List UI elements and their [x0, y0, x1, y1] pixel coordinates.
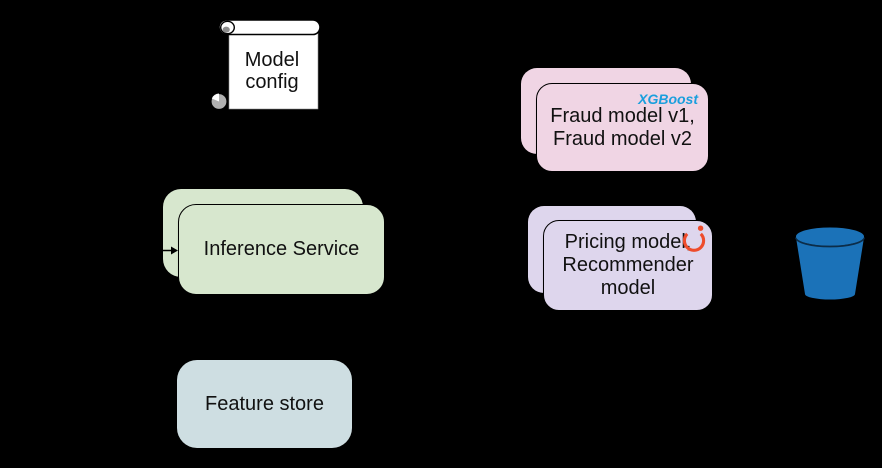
inference-service-label: Inference Service — [203, 238, 360, 260]
pricing-models-card: Pricing model, Recommender model — [543, 220, 713, 311]
fraud-models-card: XGBoost Fraud model v1, Fraud model v2 — [536, 83, 709, 172]
feature-store-label: Feature store — [205, 392, 324, 415]
scroll-shape-icon — [210, 19, 321, 111]
xgboost-logo: XGBoost — [638, 91, 698, 107]
model-config-node — [203, 8, 328, 114]
inference-service-card: Inference Service — [178, 204, 385, 295]
inbound-arrow-icon — [146, 244, 180, 262]
feature-store-card: Feature store — [177, 360, 352, 448]
pytorch-icon — [681, 223, 707, 259]
model-config-label: Model config — [244, 49, 300, 93]
bucket-icon — [794, 227, 866, 306]
fraud-models-label: Fraud model v1, Fraud model v2 — [550, 104, 695, 150]
